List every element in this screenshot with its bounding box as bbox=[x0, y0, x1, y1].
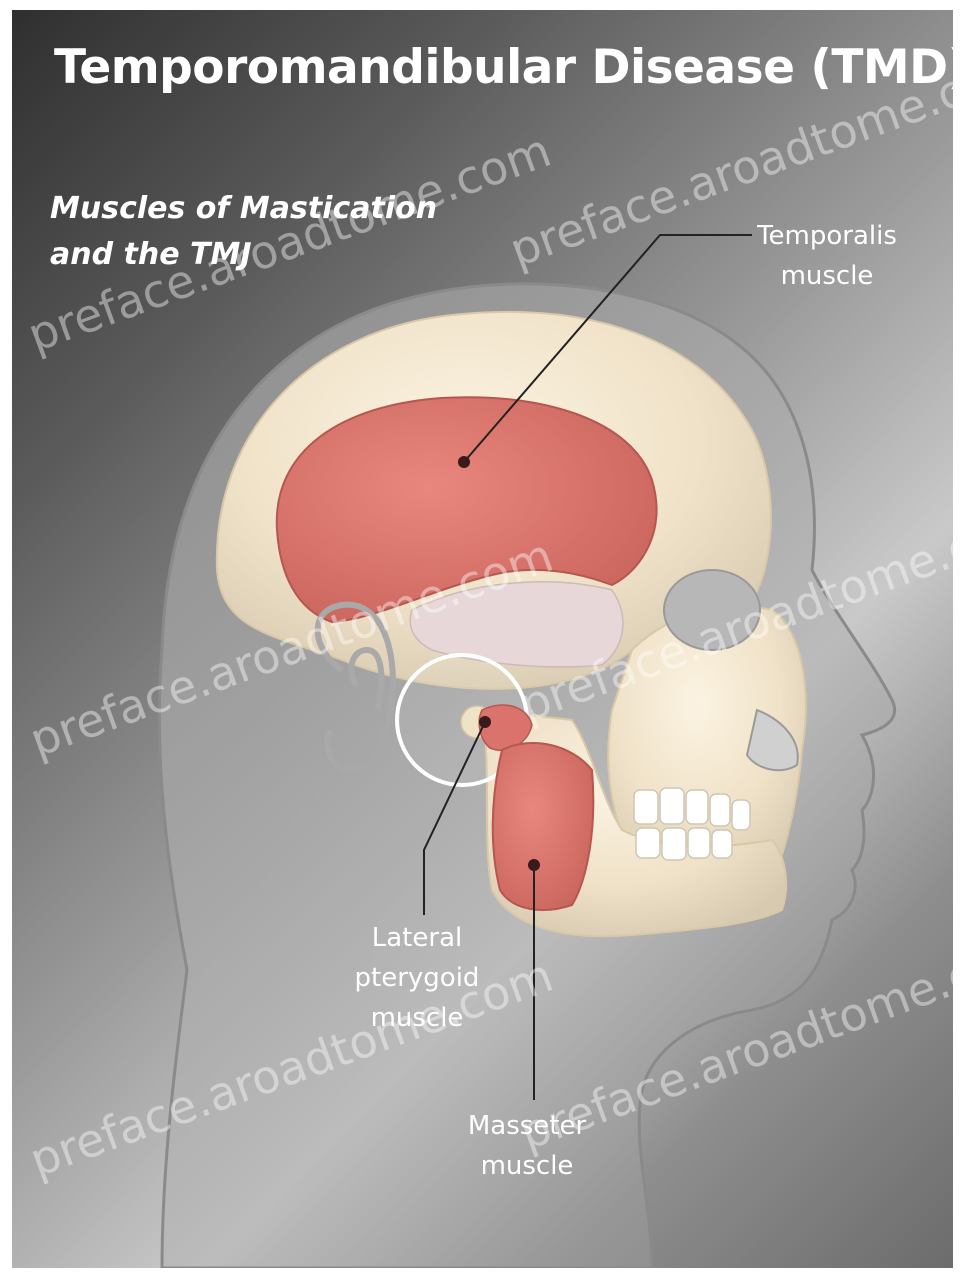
temporalis-marker bbox=[458, 456, 470, 468]
lateral-pterygoid-marker bbox=[479, 716, 491, 728]
page-title: Temporomandibular Disease (TMD) bbox=[54, 40, 934, 95]
tmd-illustration: Temporomandibular Disease (TMD) Muscles … bbox=[12, 10, 953, 1268]
masseter-muscle bbox=[493, 743, 594, 910]
temporalis-label: Temporalis muscle bbox=[732, 216, 922, 296]
masseter-marker bbox=[528, 859, 540, 871]
